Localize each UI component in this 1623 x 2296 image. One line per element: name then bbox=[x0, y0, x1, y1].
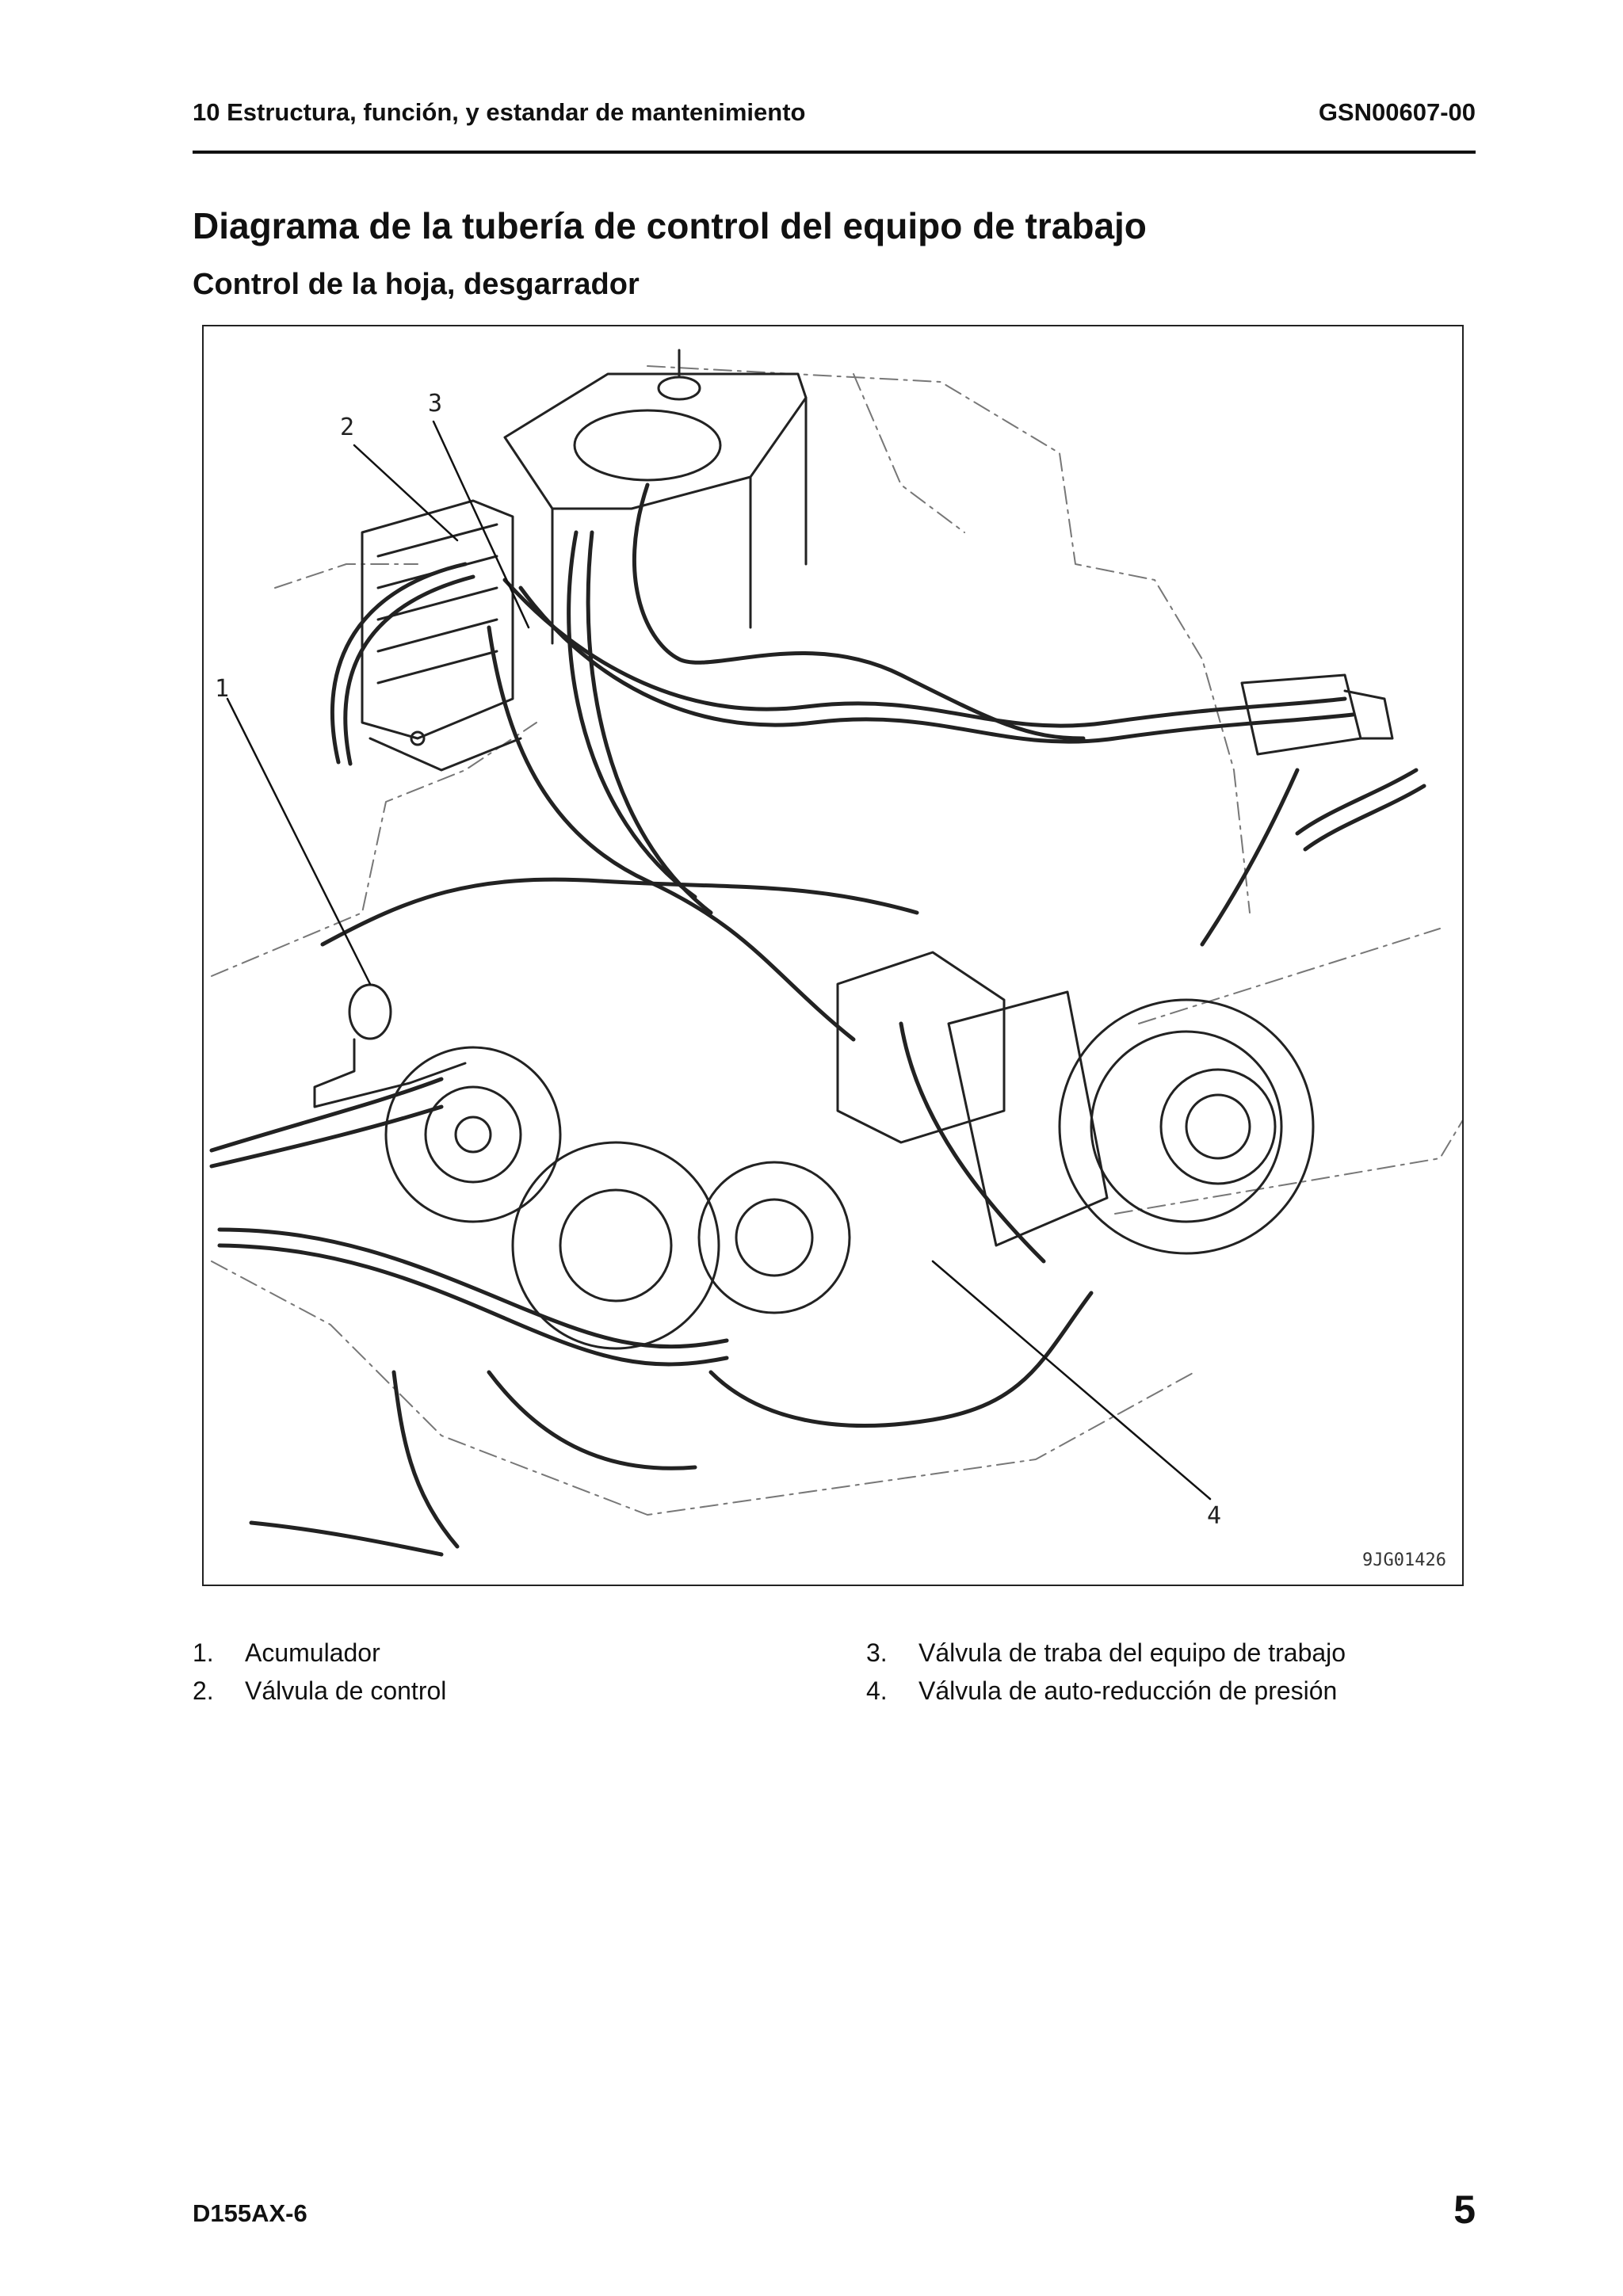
legend-label: Válvula de auto-reducción de presión bbox=[918, 1676, 1338, 1705]
page-number: 5 bbox=[1453, 2187, 1476, 2232]
legend-number: 3. bbox=[866, 1638, 888, 1667]
legend-label: Válvula de traba del equipo de trabajo bbox=[918, 1638, 1346, 1667]
header-rule bbox=[193, 151, 1476, 154]
legend-column-right: 3. Válvula de traba del equipo de trabajo… bbox=[866, 1638, 1346, 1714]
legend-column-left: 1. Acumulador 2. Válvula de control bbox=[193, 1638, 446, 1714]
legend-label: Acumulador bbox=[245, 1638, 380, 1667]
legend-number: 2. bbox=[193, 1676, 214, 1705]
header-chapter: 10 Estructura, función, y estandar de ma… bbox=[193, 98, 806, 126]
transmission-housing bbox=[836, 951, 1315, 1255]
callout-4: 4 bbox=[1207, 1502, 1222, 1530]
pump-assembly bbox=[384, 1046, 851, 1350]
leader-lines bbox=[226, 420, 1212, 1501]
legend-item: 1. Acumulador bbox=[193, 1638, 446, 1676]
machine-outline bbox=[211, 365, 1462, 1516]
callout-2: 2 bbox=[340, 414, 355, 441]
hydraulic-piping-figure: 1 2 3 4 9JG01426 bbox=[202, 325, 1464, 1586]
callout-3: 3 bbox=[428, 390, 443, 418]
legend-item: 4. Válvula de auto-reducción de presión bbox=[866, 1676, 1346, 1714]
piping-illustration bbox=[209, 349, 1462, 1557]
legend-label: Válvula de control bbox=[245, 1676, 447, 1705]
control-valve-block bbox=[361, 499, 522, 772]
page-title: Diagrama de la tubería de control del eq… bbox=[193, 205, 1147, 246]
legend-item: 2. Válvula de control bbox=[193, 1676, 446, 1714]
callout-1: 1 bbox=[215, 675, 230, 703]
footer-model: D155AX-6 bbox=[193, 2199, 307, 2227]
legend-number: 4. bbox=[866, 1676, 888, 1705]
accumulator bbox=[313, 983, 467, 1108]
legend-item: 3. Válvula de traba del equipo de trabajo bbox=[866, 1638, 1346, 1676]
legend-number: 1. bbox=[193, 1638, 214, 1667]
hydraulic-tank bbox=[503, 349, 808, 645]
header-doc-code: GSN00607-00 bbox=[1318, 98, 1476, 126]
section-title: Control de la hoja, desgarrador bbox=[193, 268, 640, 301]
figure-code: 9JG01426 bbox=[1362, 1550, 1446, 1570]
hydraulic-hoses bbox=[209, 482, 1426, 1557]
pilot-valve-right bbox=[1240, 673, 1394, 756]
